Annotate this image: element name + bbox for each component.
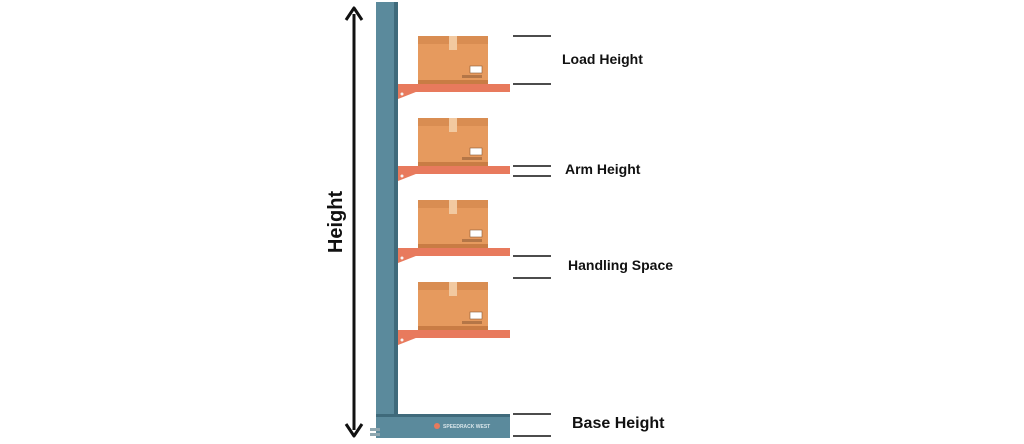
label-icon — [469, 147, 483, 156]
load-height-label: Load Height — [562, 51, 643, 67]
box-icon — [418, 282, 488, 330]
box-icon — [418, 118, 488, 166]
brand-text: SPEEDRACK WEST — [443, 424, 490, 430]
brand-logo-icon — [434, 423, 440, 429]
arm-height-label: Arm Height — [565, 161, 641, 177]
arm — [398, 248, 510, 256]
arm — [398, 166, 510, 174]
rack-column-shade — [394, 2, 398, 434]
rack-base-top-edge — [376, 414, 510, 417]
label-icon — [469, 229, 483, 238]
box-icon — [418, 36, 488, 84]
handling-space-label: Handling Space — [568, 257, 673, 273]
height-label: Height — [325, 191, 347, 254]
arrow-head-bottom — [344, 423, 364, 438]
label-icon — [469, 65, 483, 74]
rack-arm — [398, 248, 510, 263]
arm — [398, 84, 510, 92]
height-arrow — [344, 6, 364, 438]
label-icon — [469, 311, 483, 320]
box-icon — [418, 200, 488, 248]
arm — [398, 330, 510, 338]
dimension-lines — [513, 35, 551, 437]
base-height-label: Base Height — [572, 415, 665, 432]
rack-base — [376, 414, 510, 438]
arrow-head-top — [344, 6, 364, 21]
rack-arm — [398, 166, 510, 181]
rack-base-feet — [370, 428, 380, 436]
rack-column — [376, 2, 398, 434]
rack-arm — [398, 330, 510, 345]
rack-arm — [398, 84, 510, 99]
